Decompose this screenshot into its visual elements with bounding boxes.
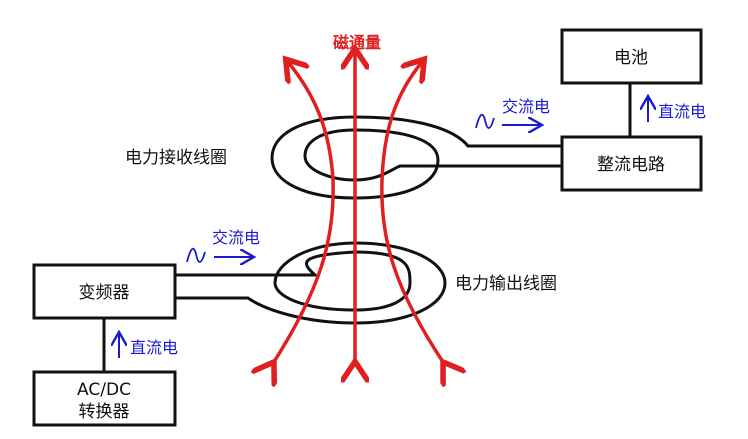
magnetic-flux-arrows (272, 52, 445, 365)
receive-coil (270, 115, 562, 200)
battery-label: 电池 (614, 48, 648, 68)
ac-current-top: 交流电 (475, 97, 550, 129)
dc-current-bottom: 直流电 (119, 334, 178, 358)
transmit-coil-label: 电力输出线圈 (455, 274, 557, 294)
flux-arrow-left (272, 62, 335, 365)
acdc-label-line2: 转换器 (79, 402, 130, 422)
dc-top-label: 直流电 (658, 102, 706, 121)
transmit-coil (175, 241, 447, 325)
rectifier-label: 整流电路 (597, 155, 665, 175)
flux-label: 磁通量 (333, 33, 381, 52)
ac-wave-icon (186, 247, 206, 263)
inverter-label: 变频器 (79, 283, 130, 303)
battery-box: 电池 (560, 28, 703, 85)
receive-coil-label: 电力接收线圈 (125, 148, 227, 168)
acdc-converter-box: AC/DC 转换器 (32, 370, 177, 427)
ac-current-bottom: 交流电 (186, 228, 260, 263)
acdc-label-line1: AC/DC (77, 380, 131, 400)
ac-bottom-label: 交流电 (212, 228, 260, 247)
ac-wave-icon (475, 113, 495, 129)
rectifier-box: 整流电路 (560, 135, 703, 192)
dc-bottom-label: 直流电 (130, 338, 178, 357)
inverter-box: 变频器 (32, 263, 177, 320)
dc-current-top: 直流电 (648, 98, 706, 122)
flux-arrow-right (380, 62, 445, 365)
ac-top-label: 交流电 (502, 97, 550, 116)
